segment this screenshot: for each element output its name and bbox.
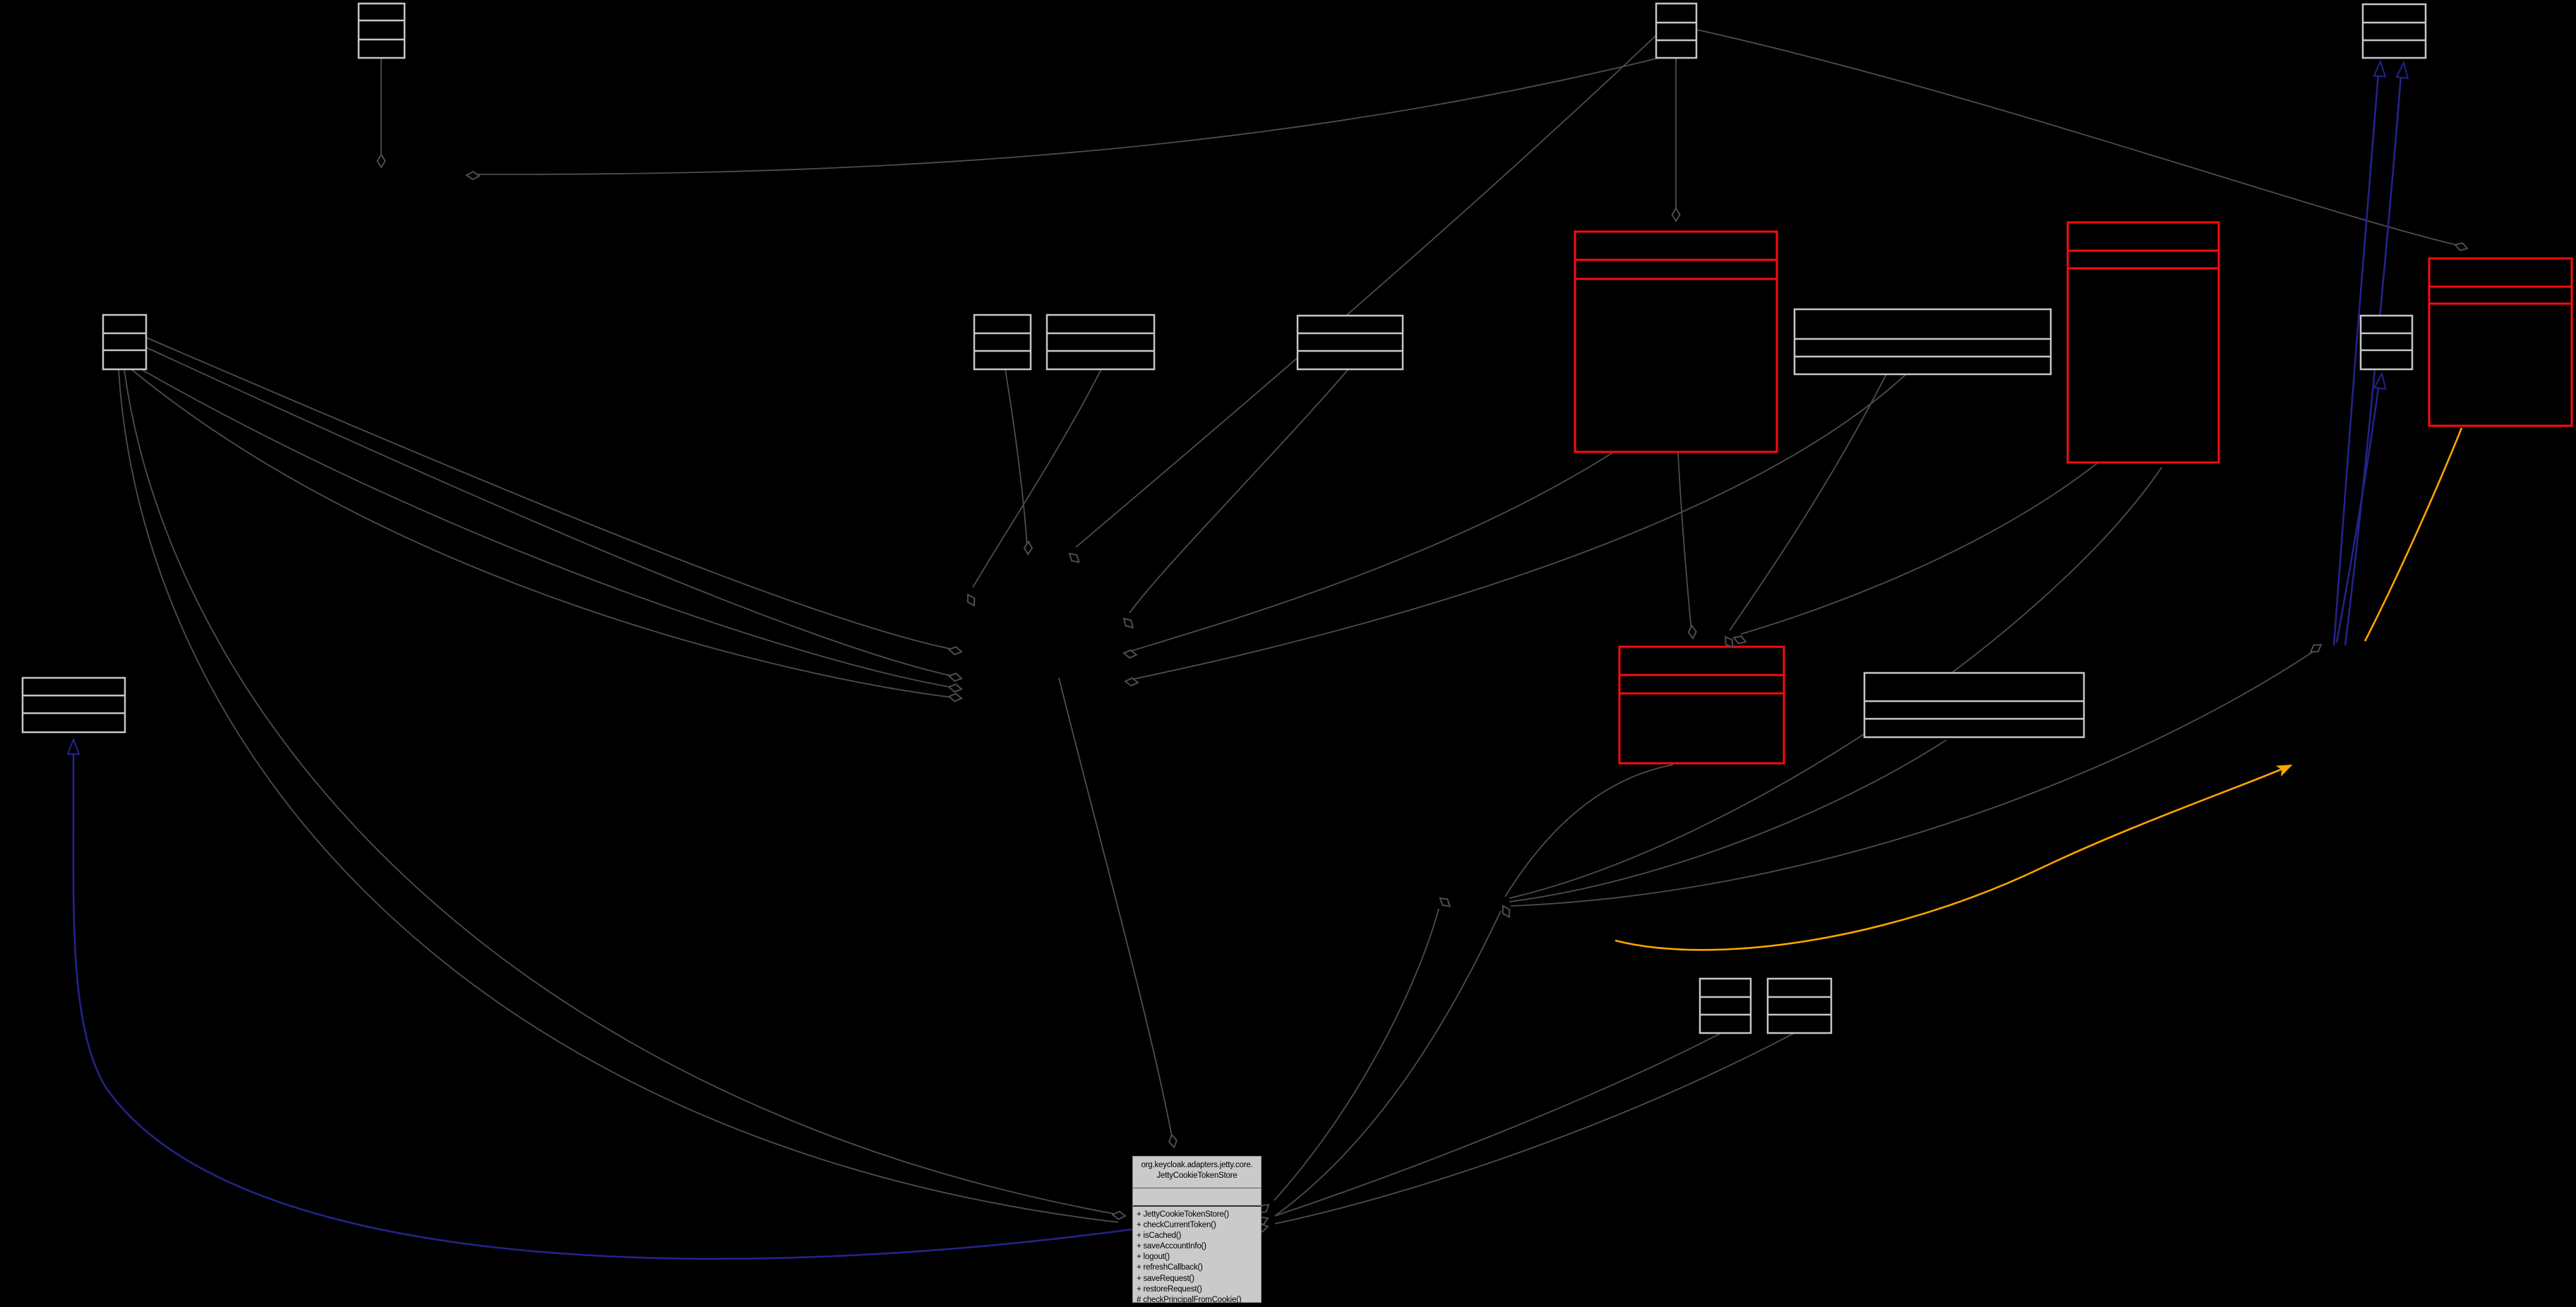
odiamond-marker (1732, 635, 1747, 645)
relation-edge-orange (1615, 767, 2284, 951)
method-item: + saveRequest() (1137, 1274, 1194, 1283)
method-item: + isCached() (1137, 1231, 1182, 1241)
method-item: + JettyCookieTokenStore() (1137, 1210, 1229, 1219)
relation-edge-edge (972, 369, 1102, 588)
arrow-marker (2275, 764, 2293, 777)
relation-edge-edge (1274, 1032, 1795, 1224)
relation-edge-edge (1129, 369, 1349, 614)
relation-edge-edge (124, 369, 1119, 1215)
odiamond-marker (1168, 1133, 1178, 1149)
method-item: + checkCurrentToken() (1137, 1221, 1216, 1230)
odiamond-marker (947, 672, 963, 682)
odiamond-marker (1687, 624, 1697, 640)
odiamond-marker (966, 593, 976, 607)
relation-edge-edge (1274, 908, 1439, 1201)
relation-edge-edge (1005, 369, 1028, 548)
otriangle-marker (2373, 59, 2387, 78)
odiamond-marker (376, 153, 386, 169)
class-node-big-red[interactable] (1574, 230, 1778, 453)
relation-edge-edge (1274, 1032, 1722, 1217)
relation-edge-edge (1504, 764, 1674, 897)
relation-edge-edge (1729, 374, 1887, 631)
class-node-small-a[interactable] (1699, 977, 1752, 1034)
method-item: + logout() (1137, 1253, 1170, 1262)
relation-edge-edge (1274, 910, 1502, 1217)
relation-edge-edge (1058, 677, 1173, 1141)
class-node-red-2[interactable] (2066, 221, 2220, 464)
class-node-mid-a[interactable] (973, 314, 1032, 371)
otriangle-marker (2373, 371, 2387, 390)
odiamond-marker (1124, 677, 1139, 687)
relation-edge-edge (145, 347, 955, 677)
odiamond-marker (1111, 1210, 1127, 1220)
relation-edge-edge (140, 369, 955, 688)
class-node-mid-white-2[interactable] (1863, 672, 2085, 739)
odiamond-marker (1122, 649, 1138, 659)
class-node-top-right[interactable] (2361, 3, 2427, 59)
relation-edge-edge (1696, 29, 2460, 246)
odiamond-marker (1724, 635, 1734, 649)
relation-edge-edge (145, 337, 955, 650)
relation-edge-blue (2332, 64, 2380, 646)
relation-edge-blue (2335, 376, 2381, 643)
odiamond-marker (1068, 552, 1080, 563)
otriangle-marker (66, 737, 80, 755)
odiamond-marker (947, 693, 963, 703)
otriangle-marker (2395, 61, 2409, 79)
class-node-left-lower[interactable] (21, 676, 126, 734)
relation-edge-edge (1740, 462, 2099, 635)
method-item: + refreshCallback() (1137, 1263, 1203, 1272)
odiamond-marker (1023, 540, 1034, 556)
class-node-mid-c[interactable] (1296, 314, 1404, 371)
odiamond-marker (1439, 897, 1451, 907)
method-item: + restoreRequest() (1137, 1284, 1202, 1294)
class-box-jettycookietokenstore: org.keycloak.adapters.jetty.core. JettyC… (1132, 1156, 1262, 1306)
class-node-wide-white[interactable] (1793, 308, 2052, 376)
class-package: org.keycloak.adapters.jetty.core. (1141, 1161, 1253, 1169)
relation-edge-edge (1509, 739, 1947, 902)
odiamond-marker (1122, 617, 1134, 629)
relation-edge-edge (118, 369, 1119, 1223)
class-node-top-left[interactable] (357, 2, 406, 59)
relation-edge-edge (1510, 650, 2315, 907)
class-node-right-red[interactable] (2428, 257, 2573, 427)
class-node-top-middle[interactable] (1655, 2, 1698, 59)
method-item: + saveAccountInfo() (1137, 1242, 1206, 1251)
class-node-mid-red[interactable] (1618, 645, 1785, 765)
odiamond-marker (947, 645, 963, 656)
method-item: # checkPrincipalFromCookie() (1137, 1295, 1242, 1304)
relation-edge-blue (72, 743, 1133, 1260)
odiamond-marker (465, 170, 481, 181)
relation-edge-edge (1677, 451, 1692, 633)
class-node-left-upper[interactable] (102, 314, 148, 371)
relation-edge-edge (474, 57, 1660, 175)
class-node-small-white-right[interactable] (2359, 314, 2414, 371)
relation-edge-edge (1130, 451, 1615, 652)
class-node-mid-b[interactable] (1046, 314, 1156, 371)
class-attributes-compartment (1133, 1188, 1261, 1207)
class-node-small-b[interactable] (1766, 977, 1833, 1034)
class-name: JettyCookieTokenStore (1156, 1171, 1238, 1180)
relation-edge-edge (1075, 35, 1657, 548)
relation-edge-edge (131, 369, 955, 698)
relation-edge-edge (1132, 374, 1907, 680)
odiamond-marker (1502, 905, 1511, 919)
relation-edge-orange (2364, 427, 2463, 642)
odiamond-marker (2309, 643, 2323, 653)
class-methods-compartment: + JettyCookieTokenStore() + checkCurrentT… (1133, 1207, 1261, 1306)
odiamond-marker (1671, 207, 1681, 222)
odiamond-marker (2453, 241, 2469, 251)
class-title: org.keycloak.adapters.jetty.core. JettyC… (1133, 1157, 1261, 1188)
odiamond-marker (947, 683, 963, 693)
